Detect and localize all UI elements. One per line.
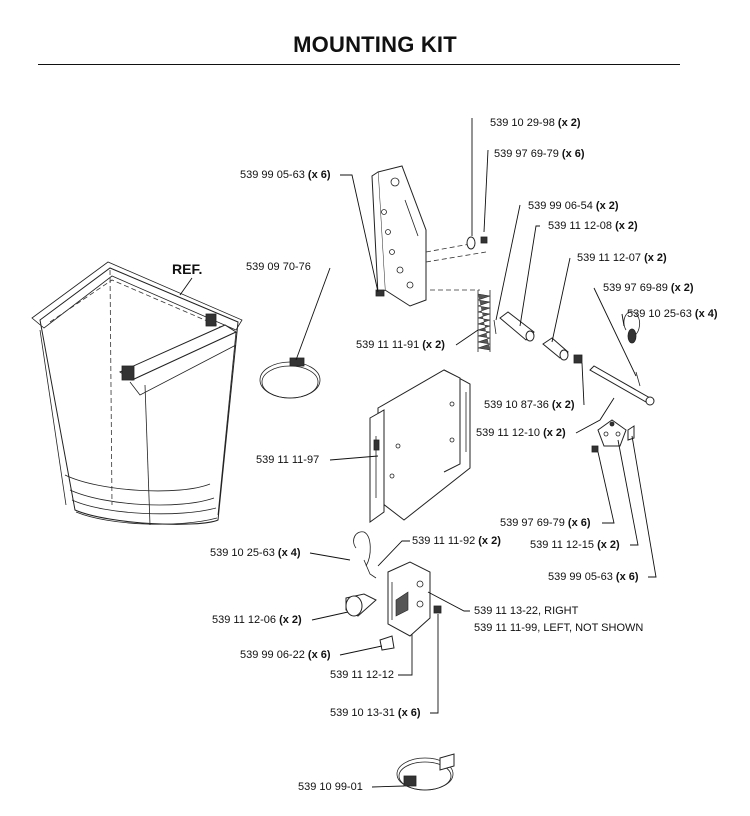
callout-c13: 539 11 11-97 xyxy=(256,454,319,466)
bolt-right-part xyxy=(627,425,635,441)
callout-c14: 539 97 69-79 (x 6) xyxy=(500,517,591,529)
small-pin-part xyxy=(493,319,497,335)
leader-c13 xyxy=(329,455,379,461)
callout-c22: 539 11 12-12 xyxy=(330,669,394,681)
nut-87-36-part xyxy=(573,354,583,364)
callout-c08: 539 97 69-89 (x 2) xyxy=(603,282,694,294)
leader-c24 xyxy=(371,785,405,788)
leader-c23 xyxy=(430,614,439,714)
bolt-06-22-part xyxy=(379,635,395,651)
callout-c21: 539 99 06-22 (x 6) xyxy=(240,649,331,661)
leader-c06 xyxy=(295,267,331,361)
leader-c11 xyxy=(581,362,585,406)
callout-c03: 539 99 05-63 (x 6) xyxy=(240,169,331,181)
callout-c09: 539 10 25-63 (x 4) xyxy=(627,308,718,320)
bushing-part xyxy=(542,337,569,361)
side-plate-part xyxy=(387,561,431,637)
upper-mounting-plate xyxy=(371,165,487,307)
leader-c17 xyxy=(309,552,351,561)
callout-c23: 539 10 13-31 (x 6) xyxy=(330,707,421,719)
nut-13-31-part xyxy=(433,605,442,614)
leader-c08 xyxy=(593,287,637,377)
leader-c14 xyxy=(597,451,615,524)
callout-c01: 539 10 29-98 (x 2) xyxy=(490,117,581,129)
callout-c24: 539 10 99-01 xyxy=(298,781,363,793)
leader-c10 xyxy=(455,329,479,346)
callout-c19b: 539 11 11-99, LEFT, NOT SHOWN xyxy=(474,622,643,634)
nut-right-part xyxy=(591,445,599,453)
washer-part xyxy=(466,236,476,250)
callout-c16: 539 11 11-92 (x 2) xyxy=(412,535,501,547)
leader-c03 xyxy=(340,174,379,293)
callout-c11: 539 10 87-36 (x 2) xyxy=(484,399,575,411)
ref-label: REF. xyxy=(172,261,202,277)
grass-bag-drawing xyxy=(31,261,243,526)
leader-c04 xyxy=(495,204,521,321)
leader-c02 xyxy=(483,149,489,233)
callout-c19: 539 11 13-22, RIGHT xyxy=(474,605,579,617)
axle-pin-part xyxy=(499,311,535,342)
hose-clamp-lower xyxy=(396,753,455,791)
callout-c12: 539 11 12-10 (x 2) xyxy=(476,427,566,439)
hose-clamp-upper xyxy=(259,357,321,399)
callout-c15: 539 11 12-15 (x 2) xyxy=(530,539,620,551)
callout-c02: 539 97 69-79 (x 6) xyxy=(494,148,585,160)
leader-c16 xyxy=(377,540,410,567)
leader-c15 xyxy=(617,439,639,546)
diagram-title: MOUNTING KIT xyxy=(293,32,457,57)
callout-c20: 539 11 12-06 (x 2) xyxy=(212,614,302,626)
ref-leader xyxy=(179,277,193,296)
callout-c06: 539 09 70-76 xyxy=(246,261,311,273)
rod-part xyxy=(589,365,655,406)
callout-c10: 539 11 11-91 (x 2) xyxy=(356,339,445,351)
leader-c12 xyxy=(575,397,615,434)
leader-c21 xyxy=(339,645,383,656)
clevis-pin-part xyxy=(345,593,377,617)
leader-c18 xyxy=(631,435,657,578)
callout-c05: 539 11 12-08 (x 2) xyxy=(548,220,638,232)
callout-c17: 539 10 25-63 (x 4) xyxy=(210,547,301,559)
leader-c05 xyxy=(519,225,540,327)
main-bracket-part xyxy=(369,369,471,523)
callout-c07: 539 11 12-07 (x 2) xyxy=(577,252,667,264)
pivot-bracket-part xyxy=(597,419,627,447)
leader-c20 xyxy=(311,611,349,621)
spring-part xyxy=(477,290,491,352)
nut-part xyxy=(480,236,488,244)
lynch-pin-part xyxy=(623,311,640,344)
leader-c09 xyxy=(621,313,625,327)
lynch-pin-lower-part xyxy=(353,531,377,579)
title-rule xyxy=(38,64,680,65)
callout-c18: 539 99 05-63 (x 6) xyxy=(548,571,639,583)
callout-c04: 539 99 06-54 (x 2) xyxy=(528,200,619,212)
leader-c19 xyxy=(427,591,470,612)
leader-c07 xyxy=(551,257,571,343)
leader-c22 xyxy=(398,634,413,676)
